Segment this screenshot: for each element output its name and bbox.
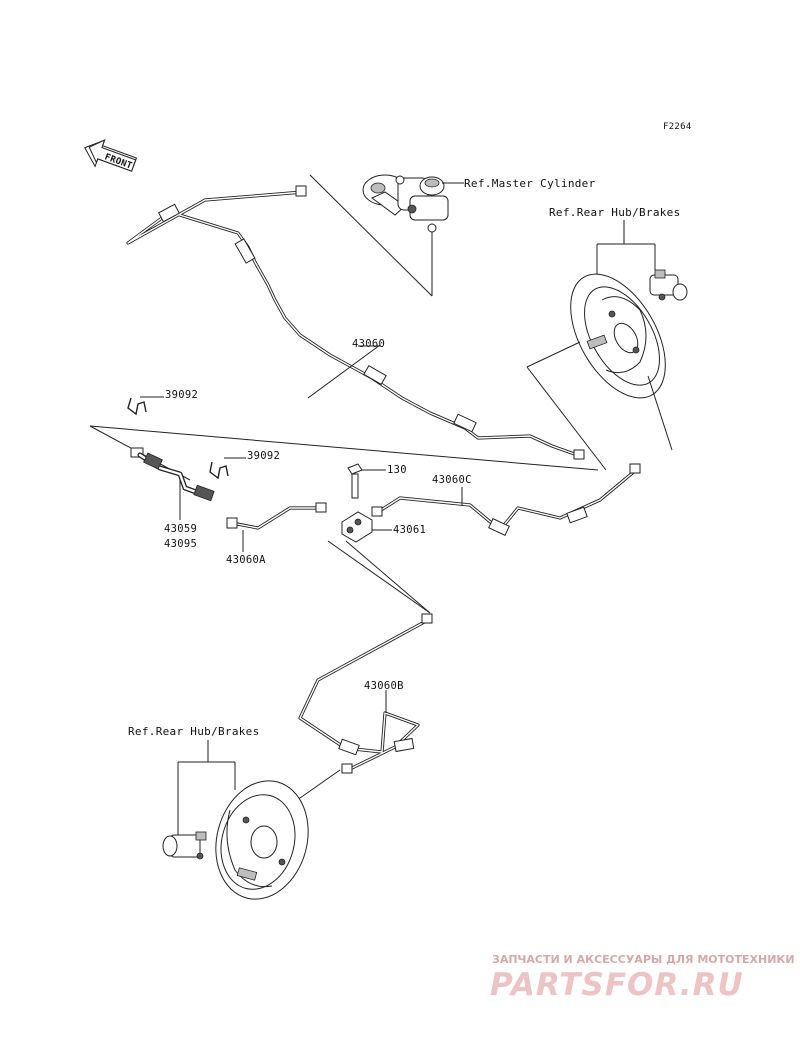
ref-rear-hub-brakes-lower: Ref.Rear Hub/Brakes — [128, 725, 260, 738]
label-43060b: 43060B — [364, 680, 404, 692]
ref-master-cylinder: Ref.Master Cylinder — [464, 177, 596, 190]
label-43061: 43061 — [393, 524, 426, 536]
bolt-130-icon — [347, 463, 363, 499]
watermark: ЗАПЧАСТИ И АКСЕССУАРЫ ДЛЯ МОТОТЕХНИКИ PA… — [490, 953, 795, 1003]
label-43060c: 43060C — [432, 474, 472, 486]
wheel-cylinder-upper-icon — [649, 269, 688, 301]
label-43059: 43059 — [164, 523, 197, 535]
label-43060: 43060 — [352, 338, 385, 350]
front-arrow-icon: FRONT — [84, 139, 138, 172]
brake-pipe-43060b — [298, 613, 433, 774]
clip-39092-upper-icon — [127, 397, 147, 416]
rear-brake-drum-lower-icon — [215, 780, 309, 900]
clip-39092-lower-icon — [209, 461, 229, 480]
label-43095: 43095 — [164, 538, 197, 550]
watermark-brand: PARTSFOR.RU — [490, 967, 744, 1003]
brake-joint-icon — [341, 511, 373, 543]
brake-pipe-43060c — [371, 463, 641, 536]
master-cylinder-icon — [362, 174, 449, 233]
label-39092-lower: 39092 — [247, 450, 280, 462]
brake-hose-icon — [130, 447, 215, 502]
label-43060a: 43060A — [226, 554, 266, 566]
label-39092-upper: 39092 — [165, 389, 198, 401]
figure-code: F2264 — [663, 122, 692, 132]
ref-rear-hub-brakes-upper: Ref.Rear Hub/Brakes — [549, 206, 681, 219]
brake-pipe-43060a — [226, 502, 327, 530]
wheel-cylinder-lower-icon — [162, 831, 207, 860]
watermark-tagline: ЗАПЧАСТИ И АКСЕССУАРЫ ДЛЯ МОТОТЕХНИКИ — [492, 953, 795, 966]
rear-brake-drum-upper-icon — [570, 273, 666, 399]
label-130: 130 — [387, 464, 407, 476]
brake-pipe-43060 — [126, 185, 585, 460]
